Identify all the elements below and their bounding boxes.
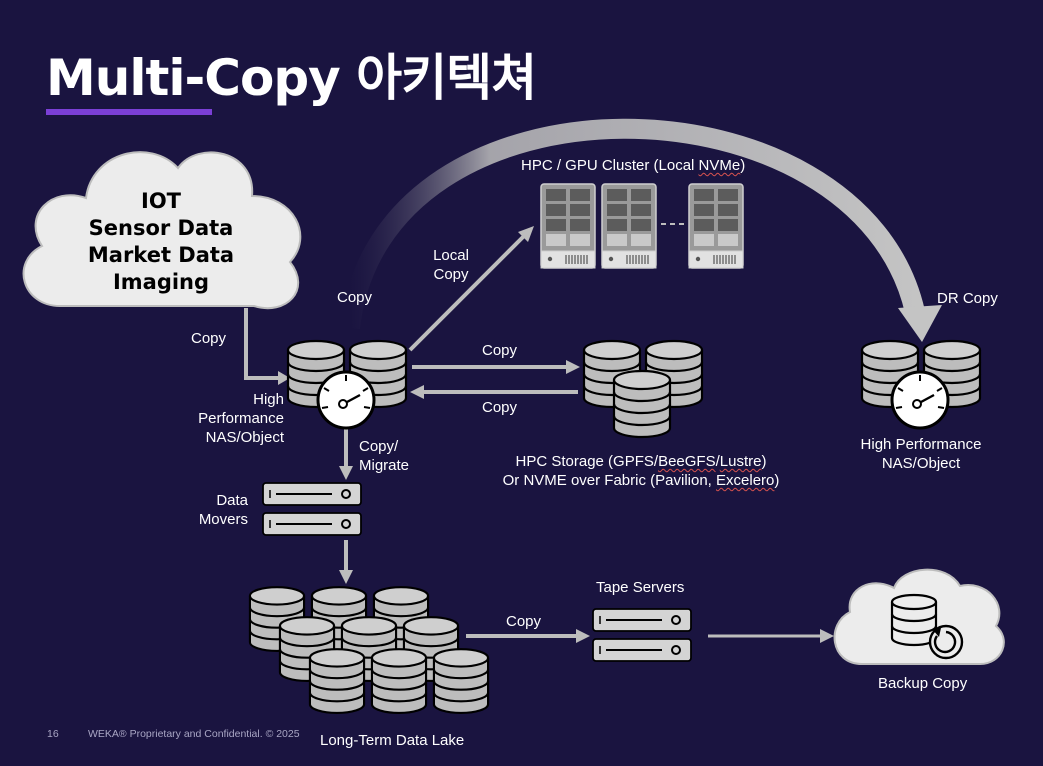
restore-icon <box>928 624 964 660</box>
cloud-line-sensor: Sensor Data <box>88 216 234 240</box>
server-icon <box>262 482 362 506</box>
server-icon <box>262 512 362 536</box>
data-movers-label: Data Movers <box>198 492 248 528</box>
lake-to-tape-arrow <box>466 629 590 643</box>
backup-copy-label: Backup Copy <box>878 675 968 692</box>
tape-to-backup-arrow <box>708 629 834 643</box>
nas-left-label: High Performance NAS/Object <box>198 391 284 446</box>
cloud-line-iot: IOT <box>141 189 181 213</box>
hpc-gpu-cluster <box>540 183 744 269</box>
copy-from-storage-arrow <box>410 385 578 399</box>
tape-servers <box>592 608 692 662</box>
cloud-source-list: IOT Sensor Data Market Data Imaging <box>68 188 254 296</box>
backup-cloud <box>833 568 1005 665</box>
server-icon <box>592 608 692 632</box>
arc-copy-label: Copy <box>337 289 373 306</box>
cloud-copy-label: Copy <box>191 330 227 347</box>
nas-right-label: High Performance NAS/Object <box>860 436 982 472</box>
cloud-line-imaging: Imaging <box>112 270 210 294</box>
hpc-cluster-label: HPC / GPU Cluster (Local NVMe) <box>521 157 746 174</box>
data-lake-label: Long-Term Data Lake <box>320 732 465 749</box>
nas-to-movers-arrow <box>339 428 353 480</box>
data-movers <box>262 482 362 536</box>
dr-copy-arc <box>340 118 942 342</box>
cloud-to-nas-arrow <box>244 308 290 385</box>
gauge-icon <box>890 370 950 430</box>
confidential-notice: WEKA® Proprietary and Confidential. © 20… <box>88 728 300 740</box>
server-rack-icon <box>601 183 657 269</box>
storage-disk-icon <box>432 648 490 715</box>
copy-to-storage-label: Copy <box>482 342 518 359</box>
copy-to-storage-arrow <box>412 360 580 374</box>
storage-disk-icon <box>370 648 428 715</box>
movers-to-lake-arrow <box>339 540 353 584</box>
storage-disk-icon <box>612 369 672 439</box>
data-lake <box>248 586 490 715</box>
hpc-storage-label: HPC Storage (GPFS/BeeGFS/Lustre) Or NVME… <box>502 453 780 489</box>
copy-to-tape-label: Copy <box>506 613 542 630</box>
server-rack-icon <box>540 183 596 269</box>
local-copy-label: Local Copy <box>433 247 469 283</box>
title-underline <box>46 109 212 115</box>
storage-disk-icon <box>308 648 366 715</box>
copy-from-storage-label: Copy <box>482 399 518 416</box>
nas-right <box>860 339 982 430</box>
page-number: 16 <box>47 728 59 740</box>
server-rack-icon <box>688 183 744 269</box>
cloud-shape <box>22 151 302 310</box>
copy-migrate-label: Copy/ Migrate <box>359 438 410 474</box>
tape-servers-label: Tape Servers <box>596 579 685 596</box>
nas-left <box>286 339 408 430</box>
dr-copy-label: DR Copy <box>937 290 998 307</box>
page-title: Multi-Copy 아키텍쳐 <box>46 49 537 107</box>
server-icon <box>592 638 692 662</box>
gauge-icon <box>316 370 376 430</box>
local-copy-arrow <box>408 226 534 352</box>
hpc-storage <box>582 339 704 439</box>
cloud-line-market: Market Data <box>87 243 235 267</box>
